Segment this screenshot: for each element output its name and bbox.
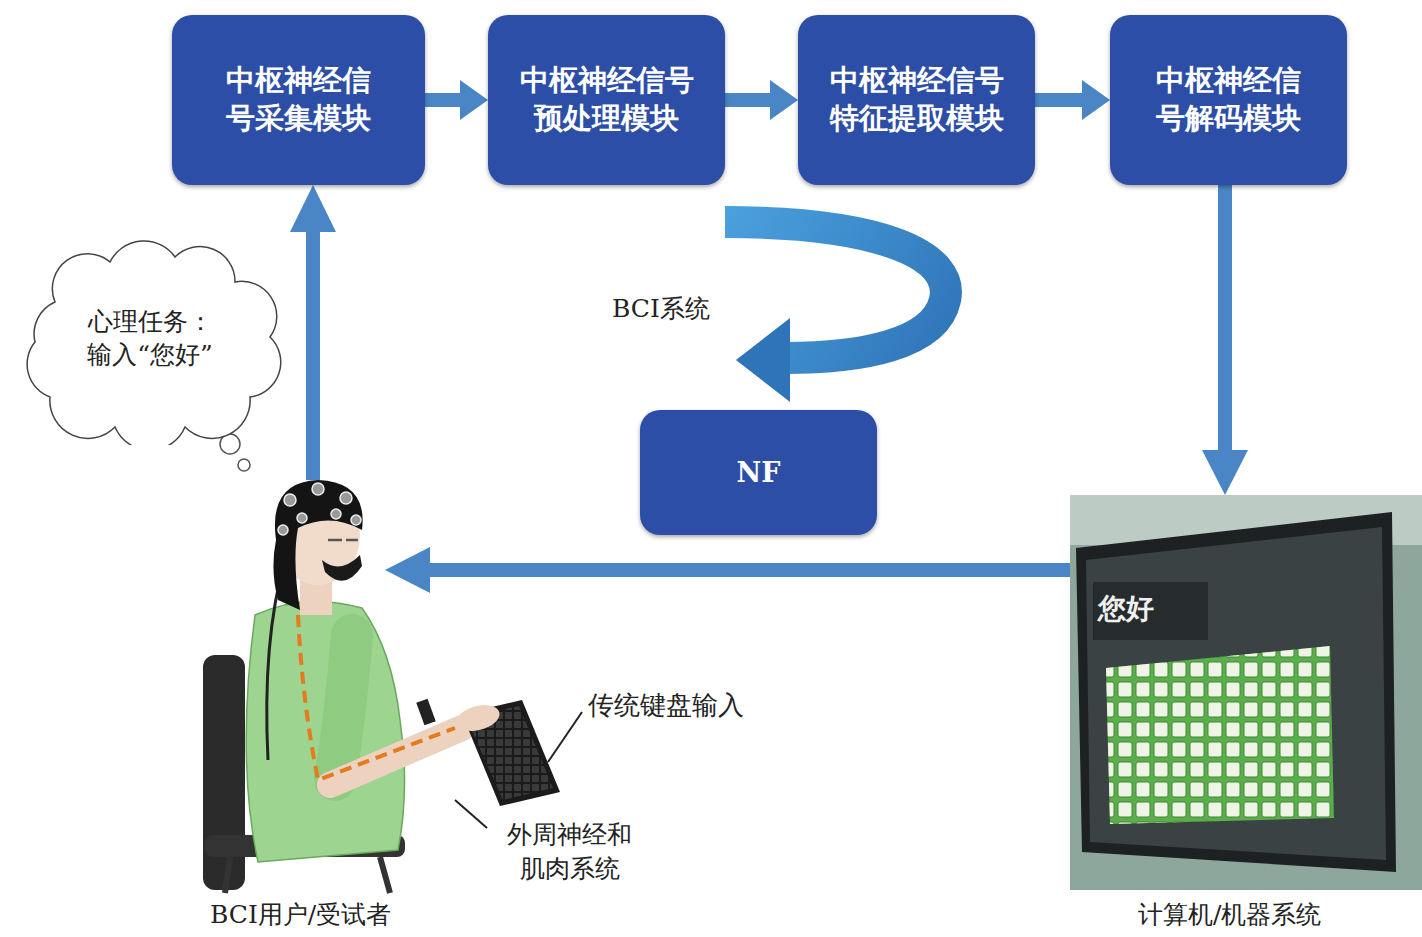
chair-legs	[225, 857, 390, 893]
cloud-outline	[15, 232, 285, 445]
monitor-screen	[1086, 527, 1386, 860]
flow-arrow	[1035, 93, 1082, 107]
leader-line	[455, 800, 487, 828]
arrow-shaft	[428, 563, 1070, 577]
loop-arrow	[725, 222, 946, 402]
screen-text: 您好	[1098, 590, 1154, 628]
node-text: NF	[737, 455, 781, 490]
monitor-frame	[1076, 512, 1396, 872]
node-text: 中枢神经信 号解码模块	[1139, 62, 1317, 137]
mask	[322, 555, 362, 581]
feedback-box: NF	[640, 410, 877, 535]
feature-module-box: 中枢神经信号 特征提取模块	[798, 15, 1035, 185]
acquisition-module-box: 中枢神经信 号采集模块	[172, 15, 425, 185]
thought-cloud: 心理任务： 输入“您好”	[15, 232, 285, 445]
screen-backdrop	[1070, 495, 1422, 890]
hand	[454, 701, 503, 736]
callout-label: 传统键盘输入	[588, 688, 744, 723]
preprocessing-module-box: 中枢神经信号 预处理模块	[488, 15, 725, 185]
node-text: 中枢神经信 号采集模块	[209, 62, 387, 137]
node-text: 心理任务： 输入“您好”	[73, 306, 228, 371]
callout-label: 外周神经和 肌肉系统	[492, 818, 647, 886]
nerve-line	[298, 615, 455, 780]
text-field	[1093, 582, 1208, 640]
computer-screen	[1070, 495, 1422, 890]
arrow-shaft	[306, 230, 320, 480]
thought-bubble	[238, 459, 250, 471]
virtual-keys	[1106, 646, 1334, 824]
decoding-module-box: 中枢神经信 号解码模块	[1110, 15, 1347, 185]
system-label: BCI系统	[612, 292, 710, 326]
figure-caption: BCI用户/受试者	[210, 898, 391, 932]
node-text: 中枢神经信号 预处理模块	[517, 62, 695, 137]
electrodes	[278, 483, 361, 535]
glasses	[328, 539, 358, 542]
loop-band	[725, 222, 946, 358]
loop-head	[736, 318, 790, 402]
upper-arm	[335, 635, 352, 780]
virtual-keyboard	[1106, 646, 1334, 824]
arrow-shaft	[1218, 185, 1232, 452]
figure-caption: 计算机/机器系统	[1138, 898, 1321, 932]
node-text: 中枢神经信号 特征提取模块	[827, 62, 1005, 137]
arrow-head	[1202, 450, 1248, 495]
watch	[416, 699, 435, 726]
eeg-cap	[273, 480, 362, 610]
arrow-head	[385, 547, 430, 593]
flow-arrow	[725, 93, 770, 107]
forearm	[330, 728, 462, 785]
flow-arrow	[425, 93, 460, 107]
leader-line	[548, 712, 582, 762]
arrow-head	[290, 185, 336, 232]
